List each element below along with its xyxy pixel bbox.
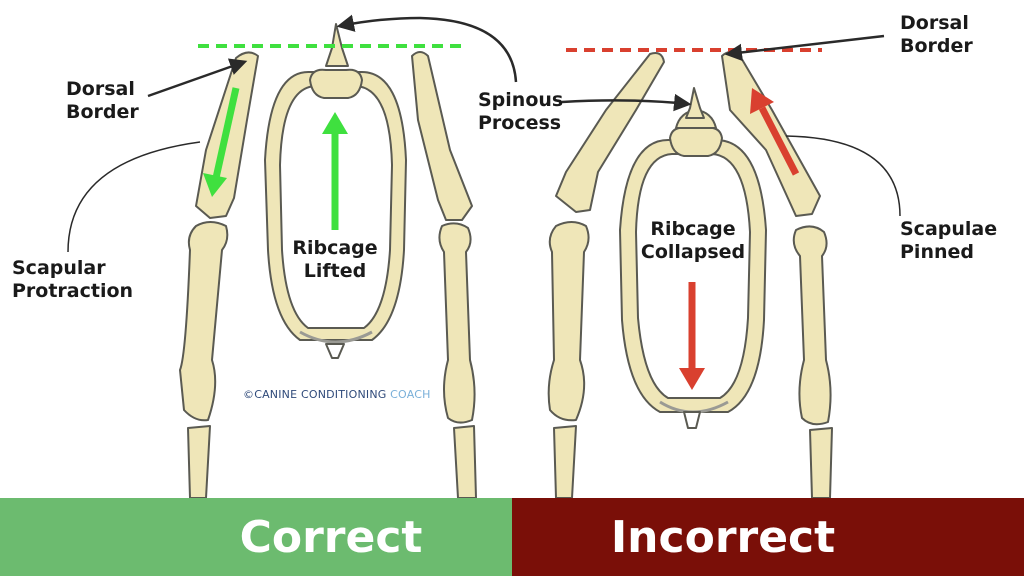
- scapulae-pinned-arrowhead: [750, 88, 774, 114]
- incorrect-banner-text: Incorrect: [610, 511, 836, 563]
- scapulae-pinned-label: Scapulae Pinned: [900, 218, 998, 263]
- left-dorsal-border-label: Dorsal Border: [66, 78, 139, 123]
- incorrect-right-forearm: [809, 427, 833, 499]
- scapula-protraction-arrowhead: [203, 173, 227, 197]
- incorrect-left-forearm: [553, 425, 577, 499]
- correct-left-forearm: [187, 425, 211, 499]
- correct-right-humerus: [438, 222, 476, 424]
- incorrect-left-humerus: [547, 221, 590, 422]
- spinous-process-top-leader: [336, 14, 518, 83]
- spinous-process-label: Spinous Process: [478, 89, 564, 134]
- scapulae-pinned-leader: [785, 135, 901, 217]
- scapulae-pinned-arrow: [758, 106, 800, 176]
- ribcage-lift-arrowhead: [322, 112, 348, 134]
- correct-vertebra: [309, 68, 363, 99]
- incorrect-arrows: [679, 88, 800, 390]
- correct-xiphoid: [325, 343, 345, 359]
- scapular-protraction-label: Scapular Protraction: [12, 257, 134, 302]
- correct-left-humerus: [179, 221, 229, 422]
- ribcage-lifted-label: Ribcage Lifted: [292, 237, 378, 282]
- correct-banner: Correct: [0, 498, 512, 576]
- scapula-protraction-arrow: [212, 87, 240, 179]
- credit-primary: ©CANINE CONDITIONING: [243, 388, 387, 401]
- correct-sternum: [299, 330, 373, 344]
- leader-lines: [67, 14, 901, 253]
- correct-arrows: [203, 87, 348, 230]
- incorrect-spinous-process: [685, 87, 705, 119]
- left-dorsal-border-leader: [147, 58, 248, 98]
- incorrect-skeleton: [547, 51, 833, 499]
- ribcage-collapsed-label: Ribcage Collapsed: [640, 218, 746, 263]
- incorrect-ribcage-inner: [635, 153, 751, 399]
- ribcage-collapse-arrowhead: [679, 368, 705, 390]
- credit-secondary: COACH: [386, 388, 431, 401]
- right-dorsal-border-label: Dorsal Border: [900, 12, 973, 57]
- incorrect-xiphoid: [683, 411, 701, 429]
- right-dorsal-border-leader: [724, 34, 885, 62]
- correct-right-scapula: [411, 51, 473, 221]
- incorrect-banner: Incorrect: [512, 498, 1024, 576]
- spinous-process-right-leader: [561, 93, 692, 112]
- correct-spinous-process: [325, 23, 349, 67]
- incorrect-right-humerus: [792, 225, 832, 426]
- incorrect-vertebra: [669, 126, 723, 157]
- copyright-credit: ©CANINE CONDITIONING COACH: [243, 388, 431, 401]
- correct-right-forearm: [453, 425, 477, 499]
- scapular-protraction-leader: [67, 141, 201, 253]
- correct-skeleton: [179, 23, 477, 499]
- correct-banner-text: Correct: [239, 511, 423, 563]
- incorrect-left-scapula: [555, 52, 665, 213]
